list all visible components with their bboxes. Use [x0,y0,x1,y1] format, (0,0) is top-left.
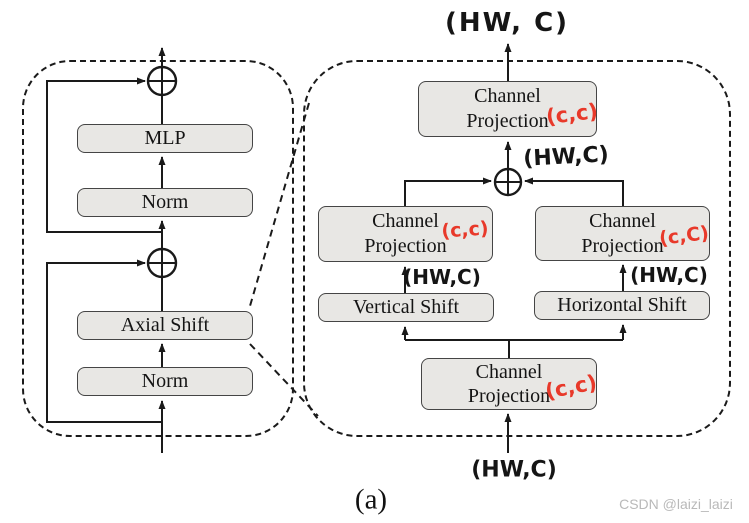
mlp-label: MLP [144,127,186,149]
right-branch-shape-annotation: (HW,C) [630,263,708,287]
horizontal-shift-label: Horizontal Shift [557,294,687,316]
channel-projection-right-box: Channel Projection [535,206,710,261]
norm-top-label: Norm [141,191,189,213]
norm-bottom-label: Norm [141,370,189,392]
norm-top-box: Norm [77,188,253,217]
channel-projection-line1: Channel [474,85,541,107]
channel-projection-line1: Channel [372,210,439,232]
channel-projection-line1: Channel [589,209,656,232]
weight-left-annotation: (c,c) [440,217,490,243]
left-block-flow-arrows [46,47,166,453]
sum-shape-annotation: (HW,C) [522,142,610,172]
channel-projection-left-box: Channel Projection [318,206,493,262]
circle-plus-icon [146,247,178,279]
axial-shift-label: Axial Shift [120,314,210,336]
channel-projection-line2: Projection [581,234,664,257]
circle-plus-icon [146,65,178,97]
vertical-shift-box: Vertical Shift [318,293,494,322]
channel-projection-line1: Channel [475,361,543,383]
input-shape-annotation: (HW,C) [471,457,557,483]
axial-shift-box: Axial Shift [77,311,253,340]
channel-projection-line2: Projection [466,110,549,132]
norm-bottom-box: Norm [77,367,253,396]
vertical-shift-label: Vertical Shift [352,296,460,318]
channel-projection-bottom-box: Channel Projection [421,358,597,410]
output-shape-annotation: (HW, C) [444,8,570,38]
horizontal-shift-box: Horizontal Shift [534,291,710,320]
right-block-outline [303,60,731,437]
circle-plus-icon [493,167,523,197]
mlp-box: MLP [77,124,253,153]
watermark: CSDN @laizi_laizi [619,496,733,512]
channel-projection-top-box: Channel Projection [418,81,597,137]
zoom-connector-lines [249,102,319,417]
figure-caption: (a) [354,483,388,516]
left-block-outline [22,60,294,437]
channel-projection-line2: Projection [364,235,447,257]
right-block-flow-arrows [401,43,627,453]
left-branch-shape-annotation: (HW,C) [403,265,481,289]
channel-projection-line2: Projection [467,385,551,407]
